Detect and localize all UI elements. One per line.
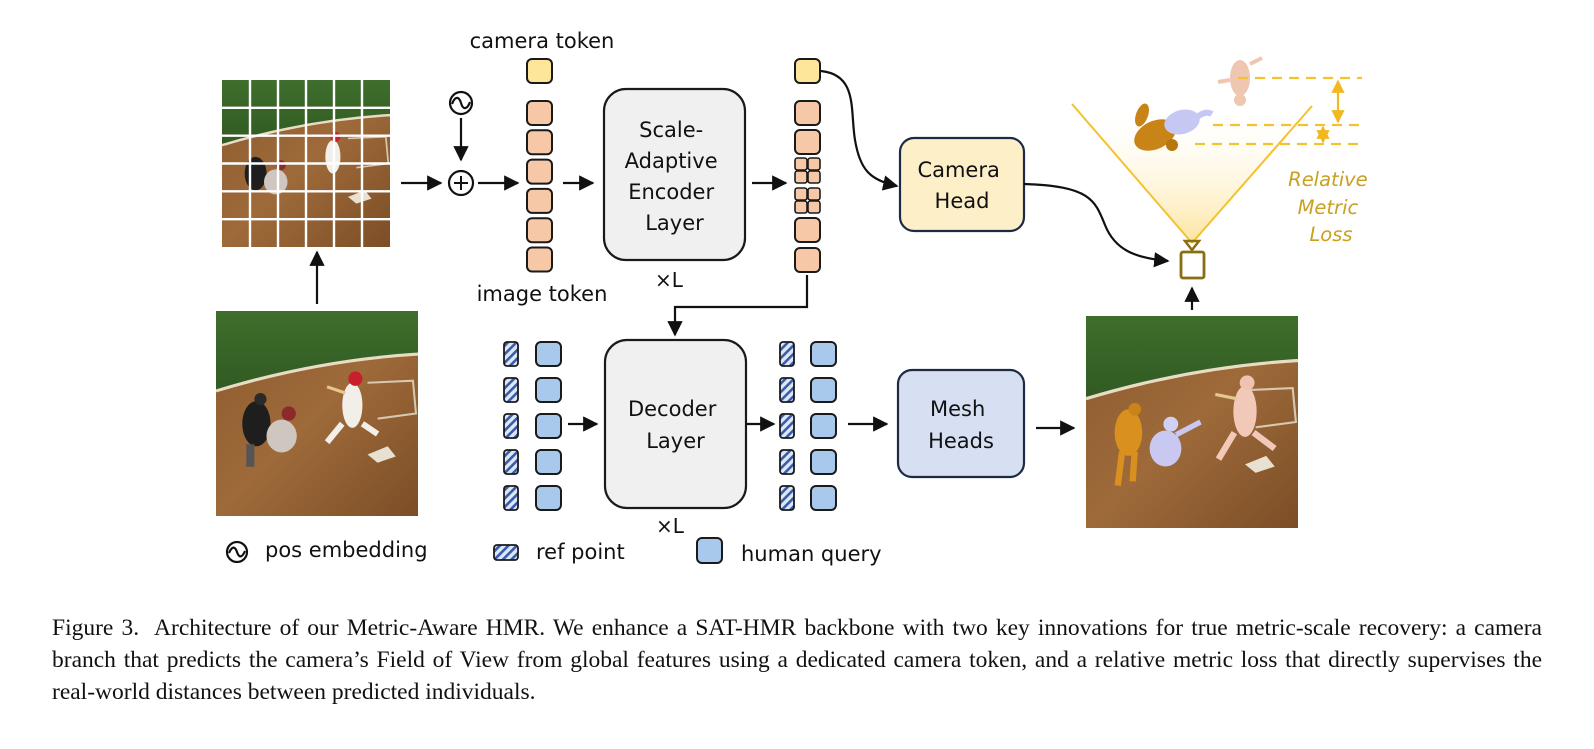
decoder-label-line: Decoder (628, 397, 717, 421)
legend-ref-point-label: ref point (536, 540, 625, 564)
mesh-heads: Mesh Heads (896, 368, 1026, 479)
decoder-label-line: Layer (646, 429, 705, 453)
legend-human-query-icon (696, 537, 723, 564)
ref-point (779, 413, 795, 439)
human-query (810, 485, 837, 511)
mesh-heads-label-line: Mesh (930, 397, 985, 421)
image-tokens-output (794, 100, 821, 273)
image-tokens-input (526, 100, 553, 273)
arrow-tokens-to-decoder (667, 275, 809, 337)
image-token-subpatch (807, 157, 821, 171)
topdown-mesh-lavender (1164, 109, 1214, 135)
image-token (794, 217, 821, 243)
encoder-repeat-label: ×L (655, 268, 684, 292)
caption-label: Figure 3. (52, 615, 140, 641)
svg-text:Scale- Adaptive En: Scale- Adaptive Encoder Layer (625, 118, 725, 235)
camera-head: Camera Head (898, 136, 1026, 233)
patchified-image (222, 80, 390, 247)
image-token-subpatch (794, 200, 808, 214)
encoder-label-line: Encoder (628, 180, 714, 204)
topdown-mesh-pink (1217, 56, 1263, 106)
image-token (526, 129, 553, 156)
image-token (526, 187, 553, 214)
mesh-heads-label-line: Heads (928, 429, 994, 453)
scale-adaptive-encoder-layer: Scale- Adaptive Encoder Layer (602, 87, 747, 262)
image-token (794, 247, 821, 273)
image-token-subpatch (807, 187, 821, 201)
image-token-subpatch (807, 170, 821, 184)
camera-frustum (1071, 103, 1313, 244)
human-query (810, 341, 837, 367)
ref-point (779, 485, 795, 511)
camera-head-label-line: Head (935, 189, 990, 213)
ref-point (779, 449, 795, 475)
image-token-subpatch (807, 200, 821, 214)
input-image (216, 311, 418, 516)
svg-text:Mesh Heads: Mesh Heads (928, 397, 994, 453)
image-token (794, 129, 821, 155)
encoder-label-line: Adaptive (625, 149, 718, 173)
camera-token-input (526, 58, 553, 84)
legend-pos-embedding-icon (225, 540, 249, 564)
ref-point (503, 341, 519, 367)
encoder-label-line: Layer (645, 211, 704, 235)
svg-text:Decoder Layer: Decoder Layer (628, 397, 723, 453)
image-token-subpatch (794, 170, 808, 184)
image-token-subpatch (794, 157, 808, 171)
human-query (535, 413, 562, 439)
image-token (794, 100, 821, 126)
human-query (535, 449, 562, 475)
human-query (810, 413, 837, 439)
image-token (526, 217, 553, 244)
pos-embedding-icon (448, 90, 474, 116)
arrow-camera-head-to-camera (1023, 182, 1170, 268)
svg-text:Camera Head: Camera Head (917, 158, 1006, 213)
decoder-layer: Decoder Layer (603, 338, 748, 510)
arrow-camera-token-to-head (820, 69, 899, 191)
camera-token-output (794, 58, 821, 84)
legend-human-query-label: human query (741, 542, 882, 566)
human-query (810, 449, 837, 475)
decoder-repeat-label: ×L (656, 514, 685, 538)
encoder-label-line: Scale- (639, 118, 703, 142)
caption-text: Architecture of our Metric-Aware HMR. We… (52, 615, 1542, 705)
ref-point (503, 413, 519, 439)
human-query (535, 377, 562, 403)
patch-grid-lines (222, 80, 390, 247)
image-token-label: image token (477, 282, 608, 306)
figure-caption: Figure 3. Architecture of our Metric-Awa… (52, 612, 1542, 708)
decoder-output-queries (779, 341, 837, 511)
image-token (526, 158, 553, 185)
image-token-subpatch (794, 187, 808, 201)
ref-point (779, 341, 795, 367)
legend: pos embedding ref point human query (225, 537, 882, 566)
distance-guides (1195, 76, 1362, 146)
relative-metric-loss-label: Relative Metric Loss (1288, 168, 1374, 246)
architecture-diagram: camera token image token Scale- Adaptive… (216, 29, 1374, 566)
image-token (526, 246, 553, 273)
ref-point (503, 377, 519, 403)
output-mesh-image (1086, 316, 1298, 528)
legend-ref-point-icon (493, 544, 519, 561)
ref-point (503, 485, 519, 511)
human-query (535, 341, 562, 367)
image-token (526, 100, 553, 126)
ref-point (503, 449, 519, 475)
human-query (535, 485, 562, 511)
camera-token-label: camera token (470, 29, 615, 53)
camera-head-label-line: Camera (917, 158, 999, 182)
camera-icon (1179, 239, 1206, 280)
add-operator-icon (447, 169, 475, 197)
ref-point (779, 377, 795, 403)
decoder-input-queries (503, 341, 562, 511)
human-query (810, 377, 837, 403)
legend-pos-embedding-label: pos embedding (265, 538, 428, 562)
